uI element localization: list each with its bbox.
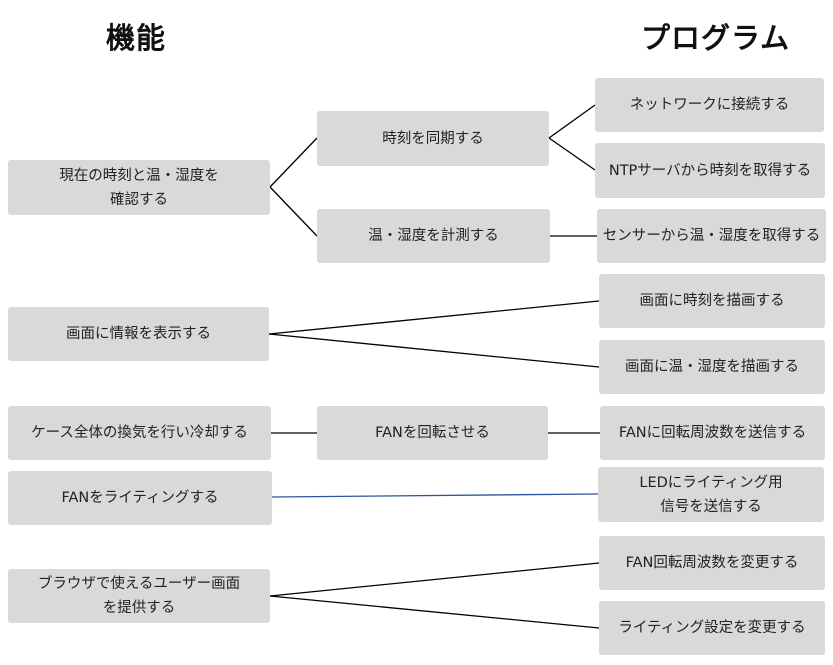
lighting-connector-line — [271, 493, 599, 498]
program-box-change-lighting: ライティング設定を変更する — [599, 601, 825, 655]
connector-line — [548, 104, 596, 139]
program-box-change-fan-rpm: FAN回転周波数を変更する — [599, 536, 825, 590]
connector-line — [268, 300, 600, 335]
subfunction-box-rotate-fan: FANを回転させる — [317, 406, 548, 460]
function-box-display-info: 画面に情報を表示する — [8, 307, 269, 361]
connector-line — [269, 562, 600, 597]
connector-line — [268, 333, 600, 368]
connector-line — [269, 186, 318, 237]
program-column-heading: プログラム — [641, 21, 791, 55]
function-box-confirm-time-temp: 現在の時刻と温・湿度を 確認する — [8, 160, 270, 215]
function-column-heading: 機能 — [106, 21, 167, 55]
function-box-fan-lighting: FANをライティングする — [8, 471, 272, 525]
subfunction-box-measure-temp: 温・湿度を計測する — [317, 209, 550, 263]
function-box-cool-case: ケース全体の換気を行い冷却する — [8, 406, 271, 460]
program-box-send-fan-rpm: FANに回転周波数を送信する — [600, 406, 825, 460]
program-box-send-led-signal: LEDにライティング用 信号を送信する — [598, 467, 824, 522]
program-box-draw-time: 画面に時刻を描画する — [599, 274, 825, 328]
program-box-get-time-ntp: NTPサーバから時刻を取得する — [595, 143, 825, 198]
connector-line — [269, 595, 600, 629]
program-box-draw-temp: 画面に温・湿度を描画する — [599, 340, 825, 394]
program-box-get-temp-sensor: センサーから温・湿度を取得する — [597, 209, 826, 263]
program-box-connect-network: ネットワークに接続する — [595, 78, 824, 132]
function-box-browser-ui: ブラウザで使えるユーザー画面 を提供する — [8, 569, 270, 623]
connector-line — [548, 137, 596, 171]
connector-line — [269, 137, 318, 188]
subfunction-box-sync-time: 時刻を同期する — [317, 111, 549, 166]
